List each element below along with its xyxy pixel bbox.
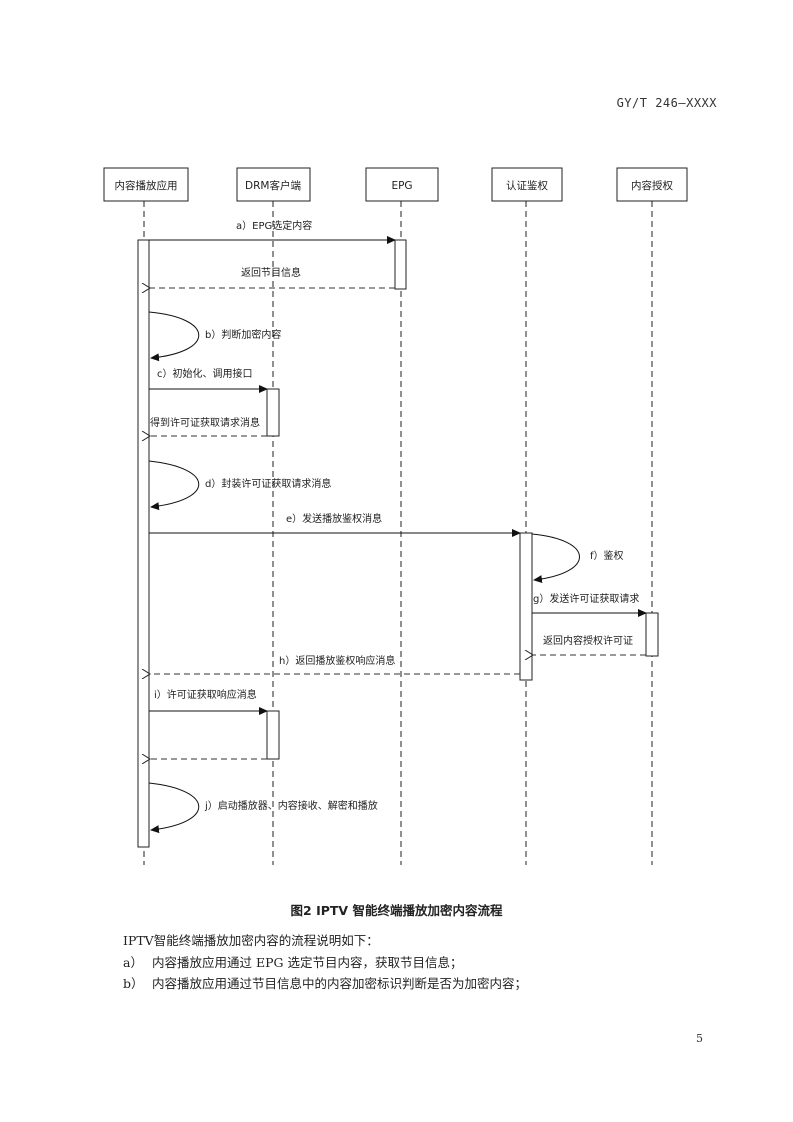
message-label-j: j）启动播放器、内容接收、解密和播放 [204, 799, 378, 812]
participant-label: 内容授权 [631, 179, 673, 192]
list-item-label: b） [123, 976, 144, 991]
list-item-text: 内容播放应用通过节目信息中的内容加密标识判断是否为加密内容； [152, 976, 528, 991]
participant-drm: DRM客户端 [236, 167, 311, 202]
message-arrow-d [148, 460, 200, 511]
message-label-h: h）返回播放鉴权响应消息 [279, 654, 395, 667]
list-item-label: a） [123, 955, 143, 970]
intro-paragraph: IPTV智能终端播放加密内容的流程说明如下： [123, 933, 379, 948]
message-arrow-b [148, 311, 200, 362]
document-id: GY/T 246—XXXX [616, 96, 717, 110]
activation-drm-2 [266, 710, 280, 760]
message-label-d: d）封装许可证获取请求消息 [205, 477, 331, 490]
participant-app: 内容播放应用 [103, 167, 189, 202]
message-label-f: f）鉴权 [590, 549, 624, 562]
message-arrow-j [148, 782, 200, 834]
activation-auth [519, 532, 533, 681]
participant-label: DRM客户端 [245, 179, 301, 192]
message-arrow-f [531, 533, 580, 584]
message-label-a-return: 返回节目信息 [241, 266, 301, 279]
participant-label: EPG [391, 180, 412, 192]
message-label-b: b）判断加密内容 [205, 328, 281, 341]
sequence-diagram: 内容播放应用 DRM客户端 EPG 认证鉴权 内容授权 a）EPG选定内容 返回… [103, 167, 688, 865]
figure-caption: 图2 IPTV 智能终端播放加密内容流程 [290, 903, 503, 918]
message-label-g: g）发送许可证获取请求 [533, 592, 639, 605]
message-label-c-return: 得到许可证获取请求消息 [150, 416, 260, 429]
participant-epg: EPG [365, 167, 439, 202]
activation-drm-1 [266, 388, 280, 437]
participant-label: 内容播放应用 [115, 179, 178, 192]
message-label-a: a）EPG选定内容 [236, 219, 312, 232]
activation-license [645, 612, 659, 657]
message-label-c: c）初始化、调用接口 [157, 367, 253, 380]
message-label-g-return: 返回内容授权许可证 [543, 634, 633, 647]
activation-epg [394, 239, 407, 290]
participant-auth: 认证鉴权 [491, 167, 563, 202]
participant-license: 内容授权 [616, 167, 688, 202]
activation-app [137, 239, 150, 848]
page-number: 5 [696, 1032, 703, 1045]
list-item-text: 内容播放应用通过 EPG 选定节目内容，获取节目信息； [152, 955, 463, 970]
message-label-e: e）发送播放鉴权消息 [286, 512, 382, 525]
participant-label: 认证鉴权 [506, 179, 548, 192]
message-label-i: i）许可证获取响应消息 [154, 688, 257, 701]
